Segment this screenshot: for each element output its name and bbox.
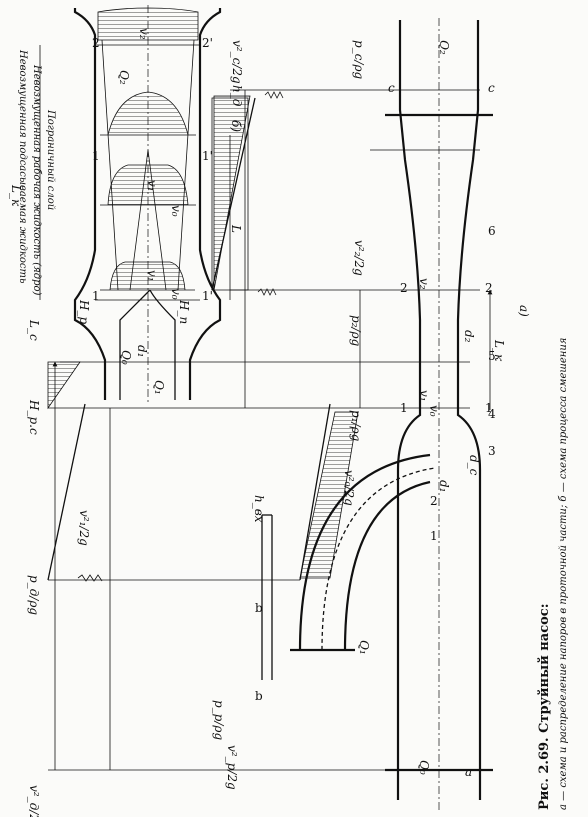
label-Q0-b: Q₀ <box>119 350 133 365</box>
caption-subtitle: а — схема и распределение напоров в прот… <box>558 338 569 810</box>
mark-c-right: c <box>488 81 495 95</box>
panel-label-a: а) <box>517 305 531 317</box>
gauge-spring-3 <box>264 91 284 99</box>
label-v1-b2: v₁ <box>145 180 159 192</box>
mark-2-left: 2 <box>400 281 408 295</box>
label-pc: p_c/ρg <box>352 40 366 80</box>
mark-b-right: b <box>255 689 263 703</box>
hatch-energy-inlet <box>47 361 81 410</box>
mark-c-left: c <box>388 81 395 95</box>
mark-1p-mid-b: 1' <box>202 149 213 163</box>
mark-1-b: 1 <box>92 289 100 303</box>
mark-a: a <box>465 765 472 779</box>
label-v0: v₀ <box>427 405 441 417</box>
velocity-profile-3 <box>100 91 196 136</box>
label-Lk-b: L_к <box>9 184 23 207</box>
label-v1: v₁ <box>417 390 431 402</box>
label-vd: v²_д/2g <box>27 785 41 817</box>
label-v2-b: v₂ <box>137 28 151 40</box>
label-d1-b: d₁ <box>135 345 149 358</box>
mark-5: 5 <box>488 349 496 363</box>
gauge-spring-2 <box>257 288 277 296</box>
panel-a-schematic: v²_д/2g p_д/ρg H_р.с H_р v²₁/2g H_п p_р/… <box>27 15 531 817</box>
velocity-profile-2 <box>100 164 196 206</box>
label-Q2-b: Q₂ <box>117 70 131 85</box>
mark-3: 3 <box>488 444 496 458</box>
label-v1h: v²₁/2g <box>77 510 91 546</box>
label-vp: v²_р/2g <box>225 745 239 790</box>
label-Lc-b: L_c <box>27 319 41 341</box>
label-v0-b2: v₀ <box>169 205 183 217</box>
hatch-nozzle <box>299 411 359 579</box>
label-Q1: Q₁ <box>357 640 371 655</box>
label-Hp: H_р <box>77 299 91 324</box>
label-working-core: Невозмущенная рабочая жидкость (ядро) <box>31 64 42 295</box>
chamber-wall-bottom <box>73 8 107 400</box>
label-v2: v₂ <box>417 278 431 290</box>
label-vch: v²_c/2g <box>230 40 244 84</box>
pipe-wall-right <box>456 20 482 800</box>
nozzle-bend-inner <box>343 480 431 651</box>
energy-line-suction <box>47 403 86 581</box>
label-Q2: Q₂ <box>437 40 451 55</box>
caption-title: Рис. 2.69. Струйный насос: <box>537 603 552 810</box>
label-Lk: L_к <box>492 339 506 362</box>
label-pd: p_д/ρg <box>27 575 41 615</box>
hatch-energy-outlet <box>213 95 251 291</box>
label-Q0: Q₀ <box>417 760 431 775</box>
mark-b-left: b <box>255 601 263 615</box>
chamber-wall-top <box>188 8 222 400</box>
mark-2: 2 <box>485 281 493 295</box>
label-hg: h_д <box>230 85 244 107</box>
label-v0-b: v₀ <box>169 288 183 300</box>
mark-2-b: 2 <box>92 36 100 50</box>
label-boundary-layer: Пограничный слой <box>45 109 56 210</box>
mark-1-mid-b: 1 <box>92 149 100 163</box>
mark-1p-b: 1' <box>202 289 213 303</box>
mark-1: 1 <box>485 401 493 415</box>
gauge-spring-1 <box>77 574 103 582</box>
label-v2h: v²₂/2g <box>352 240 366 276</box>
label-hpc: H_р.с <box>27 399 41 435</box>
mark-6: 6 <box>488 224 496 238</box>
label-Hn: H_п <box>177 299 191 324</box>
figure-caption: Рис. 2.69. Струйный насос: а — схема и р… <box>537 338 569 810</box>
panel-label-b: б) <box>229 120 243 132</box>
label-hvx: h_вх <box>252 495 266 523</box>
label-v1-b: v₁ <box>145 270 159 282</box>
label-Q1-b: Q₁ <box>152 380 166 395</box>
label-d2: d₂ <box>462 330 476 343</box>
label-d1: d₁ <box>437 480 451 493</box>
mark-1-nozzle: 1 <box>430 529 438 543</box>
label-p2: p₂/ρg <box>349 315 363 347</box>
mark-2p-b: 2' <box>202 36 213 50</box>
label-p1: p₁/ρg <box>349 410 363 442</box>
mark-4: 4 <box>488 407 496 421</box>
panel-b-mixing-scheme: Невозмущенная подсасываемая жидкость Нев… <box>9 5 243 405</box>
label-pp: p_р/ρg <box>212 700 226 740</box>
mark-2-nozzle: 2 <box>430 494 438 508</box>
velocity-profile-4 <box>97 7 199 41</box>
label-passive-core: Невозмущенная подсасываемая жидкость <box>17 49 28 283</box>
velocity-profile-1 <box>100 261 195 291</box>
pipe-wall-left <box>396 20 422 800</box>
label-dc: d_c <box>467 455 481 476</box>
mark-1-left: 1 <box>400 401 408 415</box>
label-L-b: L <box>229 224 243 233</box>
label-v0h: v²₀/2g <box>342 470 356 506</box>
